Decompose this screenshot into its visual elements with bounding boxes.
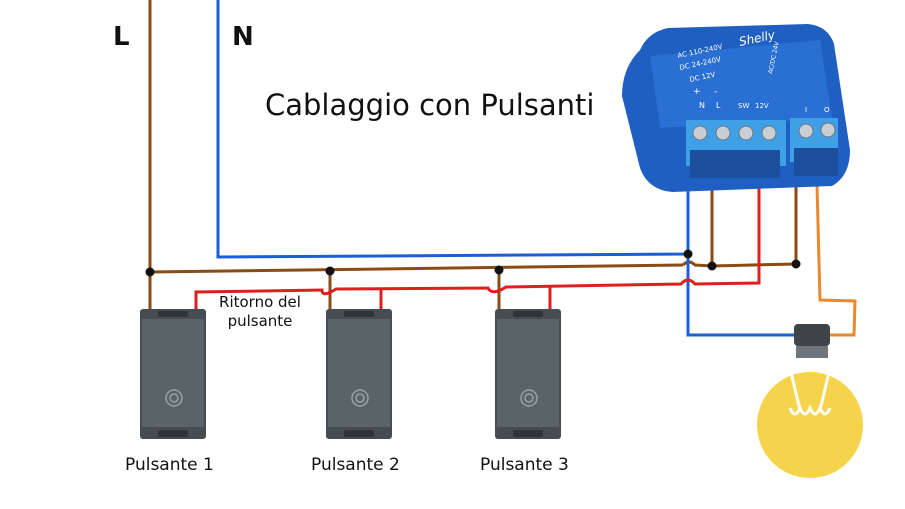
light-bulb <box>757 324 863 478</box>
junction-dots <box>145 249 801 277</box>
neutral-line-label: N <box>232 22 254 52</box>
button-2-label: Pulsante 2 <box>311 455 400 475</box>
shelly-relay: Shelly AC 110-240V DC 24-240V DC 12V AC/… <box>622 24 850 192</box>
svg-text:+: + <box>693 87 701 97</box>
lamp-wire <box>815 184 857 337</box>
svg-text:L: L <box>716 101 721 110</box>
live-wires <box>148 0 798 312</box>
live-line-label: L <box>113 22 130 52</box>
push-button-3 <box>495 309 561 439</box>
svg-text:12V: 12V <box>755 102 769 110</box>
svg-text:O: O <box>824 106 830 114</box>
button-3-label: Pulsante 3 <box>480 455 569 475</box>
button-return-note: Ritorno del pulsante <box>219 293 301 330</box>
return-wires <box>194 185 761 312</box>
svg-text:N: N <box>699 101 705 110</box>
diagram-title: Cablaggio con Pulsanti <box>265 88 595 122</box>
push-button-1 <box>140 309 206 439</box>
button-1-label: Pulsante 1 <box>125 455 214 475</box>
svg-text:I: I <box>805 106 807 114</box>
svg-text:-: - <box>714 87 717 97</box>
svg-text:SW: SW <box>738 102 749 110</box>
push-button-2 <box>326 309 392 439</box>
